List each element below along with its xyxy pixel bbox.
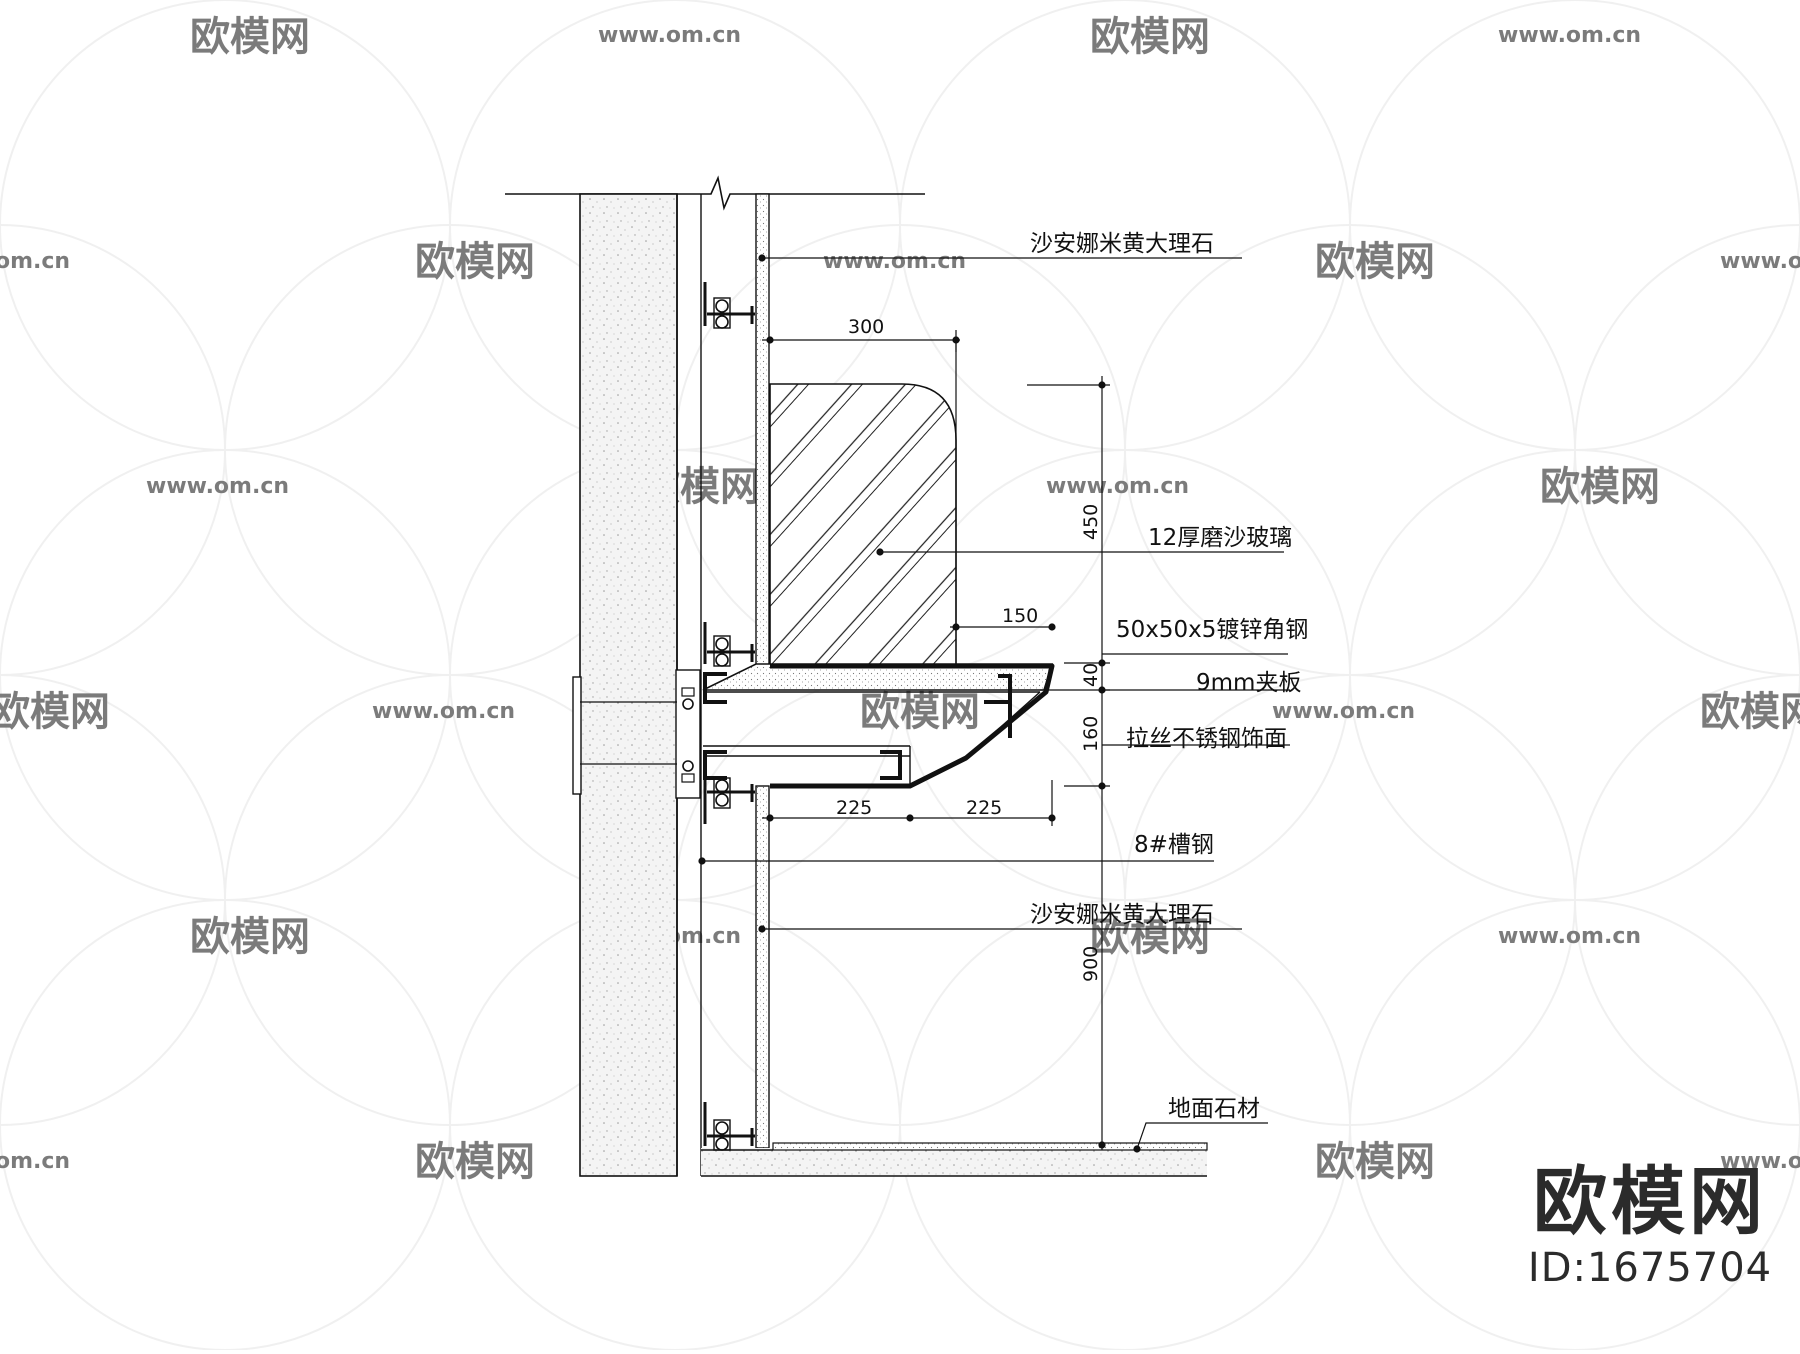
label-marble-bottom: 沙安娜米黄大理石	[1030, 902, 1214, 928]
dimension-texts: 300 150 225 225 450 40 160 900	[836, 316, 1102, 982]
top-break-line	[505, 175, 925, 211]
dimension-150: 150	[1002, 605, 1038, 627]
brand-block: 欧模网 ID:1675704	[1515, 1160, 1785, 1292]
brand-logo-text: 欧模网	[1533, 1159, 1767, 1245]
watermark-url: www.om.cn	[146, 474, 289, 499]
watermark-url: www.om.cn	[1498, 924, 1641, 949]
watermark-url: www.om.cn	[372, 699, 515, 724]
watermark-logo: 欧模网	[415, 239, 535, 285]
watermark-url: www.om.cn	[823, 249, 966, 274]
watermark-logo: 欧模网	[1090, 14, 1210, 60]
marble-panel-upper	[755, 193, 770, 667]
watermark-logo: 欧模网	[860, 689, 980, 735]
watermark-url: www.om.cn	[1046, 474, 1189, 499]
watermark-url: om.cn	[0, 249, 70, 274]
label-marble-top: 沙安娜米黄大理石	[1030, 231, 1214, 257]
watermark-logo: 欧模网	[1315, 1139, 1435, 1185]
watermark-logo: 欧模网	[1090, 914, 1210, 960]
watermark-logo: 欧模网	[415, 1139, 535, 1185]
label-angle-steel: 50x50x5镀锌角钢	[1116, 617, 1308, 643]
watermark-logo: 欧模网	[190, 14, 310, 60]
dimension-450: 450	[1080, 504, 1102, 540]
dimension-225-right: 225	[966, 797, 1002, 819]
watermark-url: www.om.cn	[1720, 1149, 1800, 1174]
watermark-logo: 欧模网	[1315, 239, 1435, 285]
floor-slab	[701, 1142, 1208, 1177]
leader-lines	[698, 254, 1290, 1153]
anchor-bracket	[703, 774, 755, 824]
watermark-url: www.om.cn	[1720, 249, 1800, 274]
label-frosted-glass: 12厚磨沙玻璃	[1148, 525, 1292, 551]
frosted-glass-panel	[769, 383, 957, 666]
label-floor-stone: 地面石材	[1168, 1096, 1260, 1122]
material-labels: 沙安娜米黄大理石 12厚磨沙玻璃 50x50x5镀锌角钢 9mm夹板 拉丝不锈钢…	[1030, 231, 1308, 1122]
dimension-160: 160	[1080, 716, 1102, 752]
watermark-logo: 欧模网	[0, 689, 110, 735]
watermark-url: www.om.cn	[1498, 23, 1641, 48]
anchor-bracket	[703, 282, 755, 329]
dimension-lines	[762, 330, 1110, 1150]
concrete-wall	[579, 193, 678, 1177]
marble-panel-lower	[755, 785, 770, 1149]
anchor-bracket	[703, 1102, 755, 1151]
watermark-url: www.om.cn	[1272, 699, 1415, 724]
anchor-bracket	[703, 622, 755, 667]
drawing-id: ID:1675704	[1527, 1245, 1773, 1291]
dimension-300: 300	[848, 316, 884, 338]
dimension-900: 900	[1080, 946, 1102, 982]
watermark-logo: 欧模网	[1540, 464, 1660, 510]
dimension-40: 40	[1080, 663, 1102, 687]
watermark-url: www.om.cn	[598, 23, 741, 48]
watermark-logo: 欧模网	[190, 914, 310, 960]
watermark-url: om.cn	[0, 1149, 70, 1174]
dimension-225-left: 225	[836, 797, 872, 819]
label-stainless: 拉丝不锈钢饰面	[1126, 726, 1287, 752]
label-channel-steel: 8#槽钢	[1134, 832, 1214, 858]
watermark-logo: 欧模网	[1700, 689, 1800, 735]
label-plywood: 9mm夹板	[1196, 670, 1301, 696]
